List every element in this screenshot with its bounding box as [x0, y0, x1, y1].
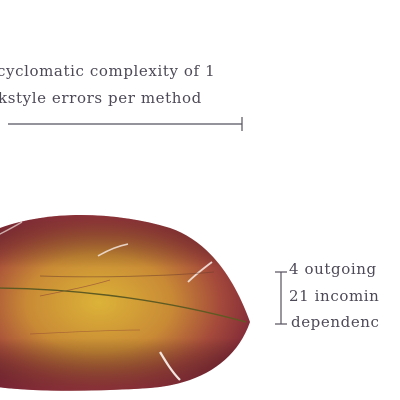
style-errors-annotation: kstyle errors per method — [0, 89, 202, 107]
complexity-annotation: cyclomatic complexity of 1 — [0, 62, 216, 80]
feather-shaft — [0, 287, 247, 323]
dependencies-annotation: dependenc — [291, 313, 380, 331]
feather-shape — [0, 215, 250, 391]
outgoing-annotation: 4 outgoing — [289, 260, 377, 278]
dependency-bracket — [275, 271, 287, 325]
incoming-annotation: 21 incomin — [289, 287, 380, 305]
